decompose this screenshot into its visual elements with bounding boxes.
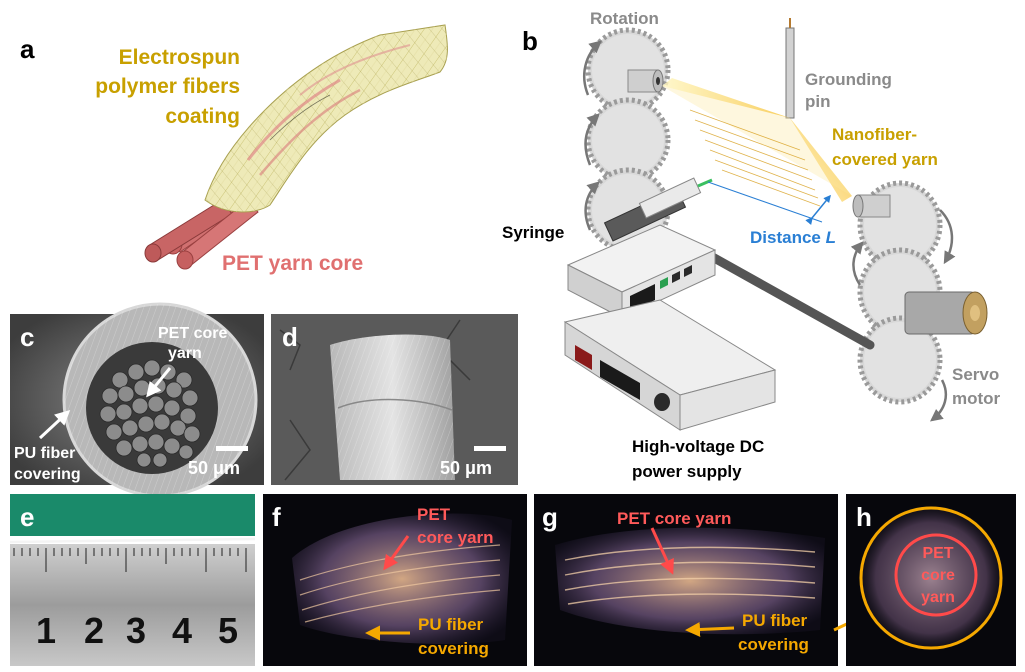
pu-covering-arrow-icon [38, 409, 71, 440]
panel-c: c PET core yarn PU fiber covering 50 μm [10, 302, 264, 498]
rotation-arrow-icon [939, 209, 956, 265]
nanofiber-label-1: Nanofiber- [832, 125, 917, 144]
ruler-number-5: 5 [218, 610, 238, 651]
rotation-arrow-icon [584, 181, 600, 231]
h-pet-label-1: PET [922, 545, 953, 562]
core-fibers [99, 359, 201, 468]
d-scale-label: 50 μm [440, 458, 492, 478]
panel-letter-h: h [856, 502, 872, 532]
yarn-sample [9, 537, 256, 544]
h-pet-label-3: yarn [921, 589, 955, 606]
c-scale-bar [216, 446, 248, 451]
panel-a: a Electrospun polymer fibers coating PET… [20, 24, 448, 275]
ruler-number-3: 3 [126, 610, 146, 651]
servo-label-1: Servo [952, 365, 999, 384]
rotation-label: Rotation [590, 9, 659, 28]
panel-letter-f: f [272, 502, 281, 532]
c-pet-label-1: PET core [158, 325, 227, 342]
c-pu-label-1: PU fiber [14, 445, 75, 462]
rotation-arrow-icon [930, 379, 948, 422]
pu-boundary-circle [859, 506, 1003, 650]
g-pet-label: PET core yarn [617, 509, 731, 528]
d-scale-bar [474, 446, 506, 451]
coating-label-3: coating [165, 105, 240, 128]
panel-letter-d: d [282, 322, 298, 352]
c-pet-label-2: yarn [168, 345, 202, 362]
panel-h: h PET core yarn [846, 494, 1016, 666]
distance-line [707, 181, 823, 223]
fiber-beam-left [662, 78, 790, 118]
green-mat [10, 494, 255, 536]
panel-f: f PET core yarn PU fiber covering [263, 494, 527, 666]
coating-label-2: polymer fibers [95, 75, 240, 98]
core-label: PET yarn core [222, 252, 363, 275]
panel-letter-g: g [542, 502, 558, 532]
ruler-number-1: 1 [36, 610, 56, 651]
h-pet-label-2: core [921, 567, 955, 584]
ruler-number-2: 2 [84, 610, 104, 651]
syringe-pump [566, 177, 717, 319]
grounding-label-2: pin [805, 92, 831, 111]
g-pet-arrow-icon [650, 527, 674, 575]
panel-letter-b: b [522, 26, 538, 56]
coating-label-1: Electrospun [119, 46, 240, 69]
g-pu-arrow-icon [685, 621, 735, 637]
power-supply-label-2: power supply [632, 462, 742, 481]
servo-label-2: motor [952, 389, 1001, 408]
distance-arrow-icon [805, 194, 831, 226]
power-supply-label-1: High-voltage DC [632, 437, 764, 456]
syringe-label: Syringe [502, 223, 564, 242]
power-supply [563, 299, 777, 431]
fiber-beam-right [790, 118, 852, 202]
panel-letter-e: e [20, 502, 34, 532]
f-pet-label-1: PET [417, 505, 451, 524]
panel-b: b [502, 9, 1001, 481]
yarn-volume-g [555, 527, 825, 635]
ruler [10, 544, 255, 666]
ruler-number-4: 4 [172, 610, 192, 651]
right-gear-stack [850, 180, 988, 422]
pet-boundary-circle [894, 533, 978, 617]
rotation-arrow-icon [584, 113, 600, 166]
distance-label: Distance L [750, 228, 836, 247]
nanofiber-label-2: covered yarn [832, 150, 938, 169]
c-scale-label: 50 μm [188, 458, 240, 478]
rotation-arrow-icon [583, 40, 602, 96]
f-pu-label-1: PU fiber [418, 615, 484, 634]
f-pet-label-2: core yarn [417, 528, 494, 547]
f-pu-label-2: covering [418, 639, 489, 658]
pet-core-arrow-icon [146, 367, 172, 398]
panel-e: 1 2 3 4 5 e [9, 494, 256, 666]
panel-d: d 50 μm [271, 314, 518, 485]
c-pu-label-2: covering [14, 466, 81, 483]
rotation-arrow-icon [850, 241, 864, 286]
panel-letter-a: a [20, 34, 35, 64]
grounding-label-1: Grounding [805, 70, 892, 89]
panel-g: g PET core yarn PU fiber covering [534, 494, 838, 666]
grounding-pin-icon [785, 18, 795, 119]
ruler-ticks [13, 548, 247, 572]
nanofibers [689, 109, 821, 207]
panel-letter-c: c [20, 322, 34, 352]
connecting-rod [695, 245, 875, 350]
fiber-coated-yarn [204, 24, 448, 213]
g-pu-label-2: covering [738, 635, 809, 654]
f-pet-arrow-icon [383, 535, 410, 571]
g-pu-label-1: PU fiber [742, 611, 808, 630]
